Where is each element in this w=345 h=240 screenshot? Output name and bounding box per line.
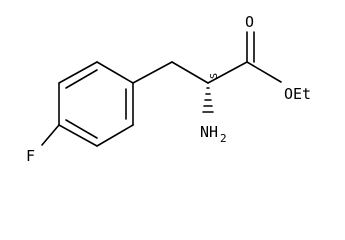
ring-double-bond <box>65 119 98 139</box>
stereo-descriptor-label: S <box>209 73 220 79</box>
amine-subscript: 2 <box>220 132 227 145</box>
ring-bond <box>58 124 98 147</box>
ethoxy-label: OEt <box>284 85 311 103</box>
benzene-ring <box>58 61 134 147</box>
hashed-wedge-bond <box>202 87 214 113</box>
ring-double-bond <box>65 69 98 89</box>
carbonyl-oxygen-label: O <box>245 13 254 31</box>
ring-bond <box>96 124 134 147</box>
ring-bond <box>58 61 98 84</box>
amine-label: NH <box>200 123 218 141</box>
ch2-alpha-bond <box>171 61 209 84</box>
ester-bond <box>246 61 282 83</box>
alpha-carbonyl-bond <box>207 61 248 84</box>
molecule-structure: F O OEt NH 2 S <box>26 13 311 165</box>
fluorine-label: F <box>26 147 35 165</box>
benzylic-bond <box>132 61 173 84</box>
fluorine-bond <box>41 124 60 146</box>
ring-bond <box>96 61 134 84</box>
